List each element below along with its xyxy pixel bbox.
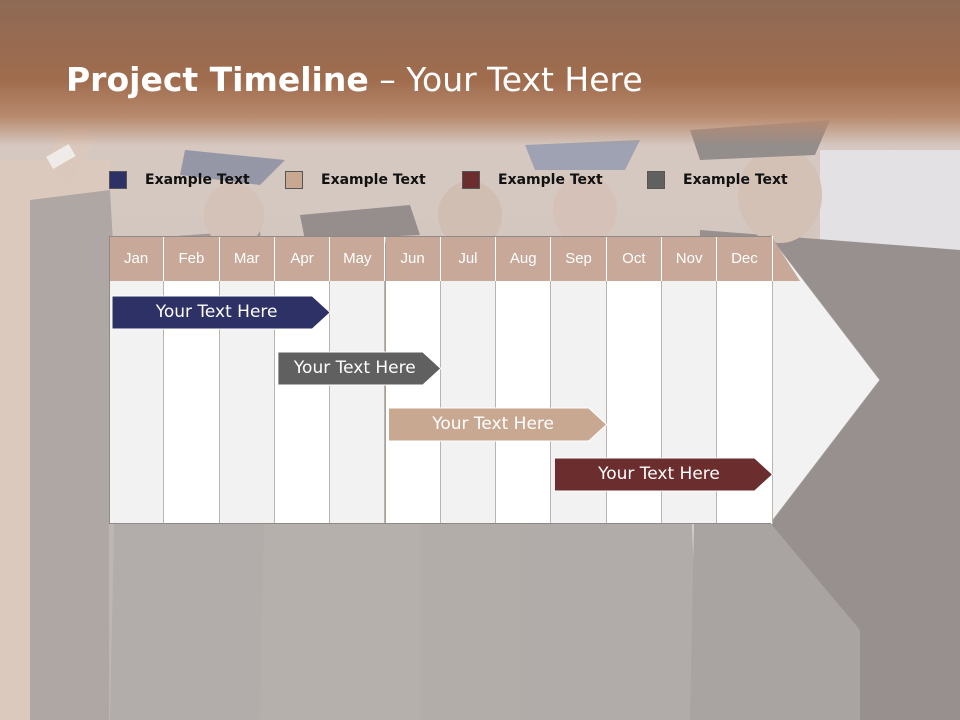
grid-frame <box>109 236 771 524</box>
timeline-bar-label: Your Text Here <box>432 414 554 434</box>
month-label: May <box>330 236 386 281</box>
month-label: Jun <box>385 236 441 281</box>
legend-label: Example Text <box>145 172 250 188</box>
timeline-bar <box>388 407 608 442</box>
month-label: Feb <box>164 236 220 281</box>
month-label: Jan <box>109 236 165 281</box>
slide-title: Project Timeline – Your Text Here <box>66 60 643 99</box>
timeline-bar <box>553 457 774 492</box>
legend-item-4: Example Text <box>647 170 788 190</box>
legend-label: Example Text <box>321 172 426 188</box>
month-column <box>440 236 497 524</box>
title-rest: – Your Text Here <box>368 60 643 99</box>
legend-item-3: Example Text <box>462 170 603 190</box>
month-label: Nov <box>662 236 718 281</box>
month-label: Sep <box>551 236 607 281</box>
timeline-bar <box>277 351 442 386</box>
legend-label: Example Text <box>498 172 603 188</box>
legend-item-1: Example Text <box>109 170 250 190</box>
month-label: Oct <box>606 236 662 281</box>
month-column <box>109 236 165 524</box>
month-label: Mar <box>219 236 275 281</box>
month-column <box>219 236 275 524</box>
timeline-bar <box>111 295 331 330</box>
legend-item-2: Example Text <box>285 170 426 190</box>
legend-swatch <box>462 171 480 189</box>
month-column <box>164 236 220 524</box>
legend-swatch <box>647 171 665 189</box>
month-label: Jul <box>440 236 497 281</box>
title-bold: Project Timeline <box>66 60 369 99</box>
month-column <box>496 236 552 524</box>
legend-label: Example Text <box>683 172 788 188</box>
month-label: Aug <box>496 236 552 281</box>
timeline-bar-label: Your Text Here <box>293 358 416 378</box>
title-banner <box>0 0 960 146</box>
legend-swatch <box>285 171 303 189</box>
timeline-bar-label: Your Text Here <box>155 302 278 322</box>
month-label: Dec <box>717 236 773 281</box>
legend-swatch <box>109 171 127 189</box>
timeline-bar-label: Your Text Here <box>598 464 720 484</box>
month-label: Apr <box>274 236 331 281</box>
